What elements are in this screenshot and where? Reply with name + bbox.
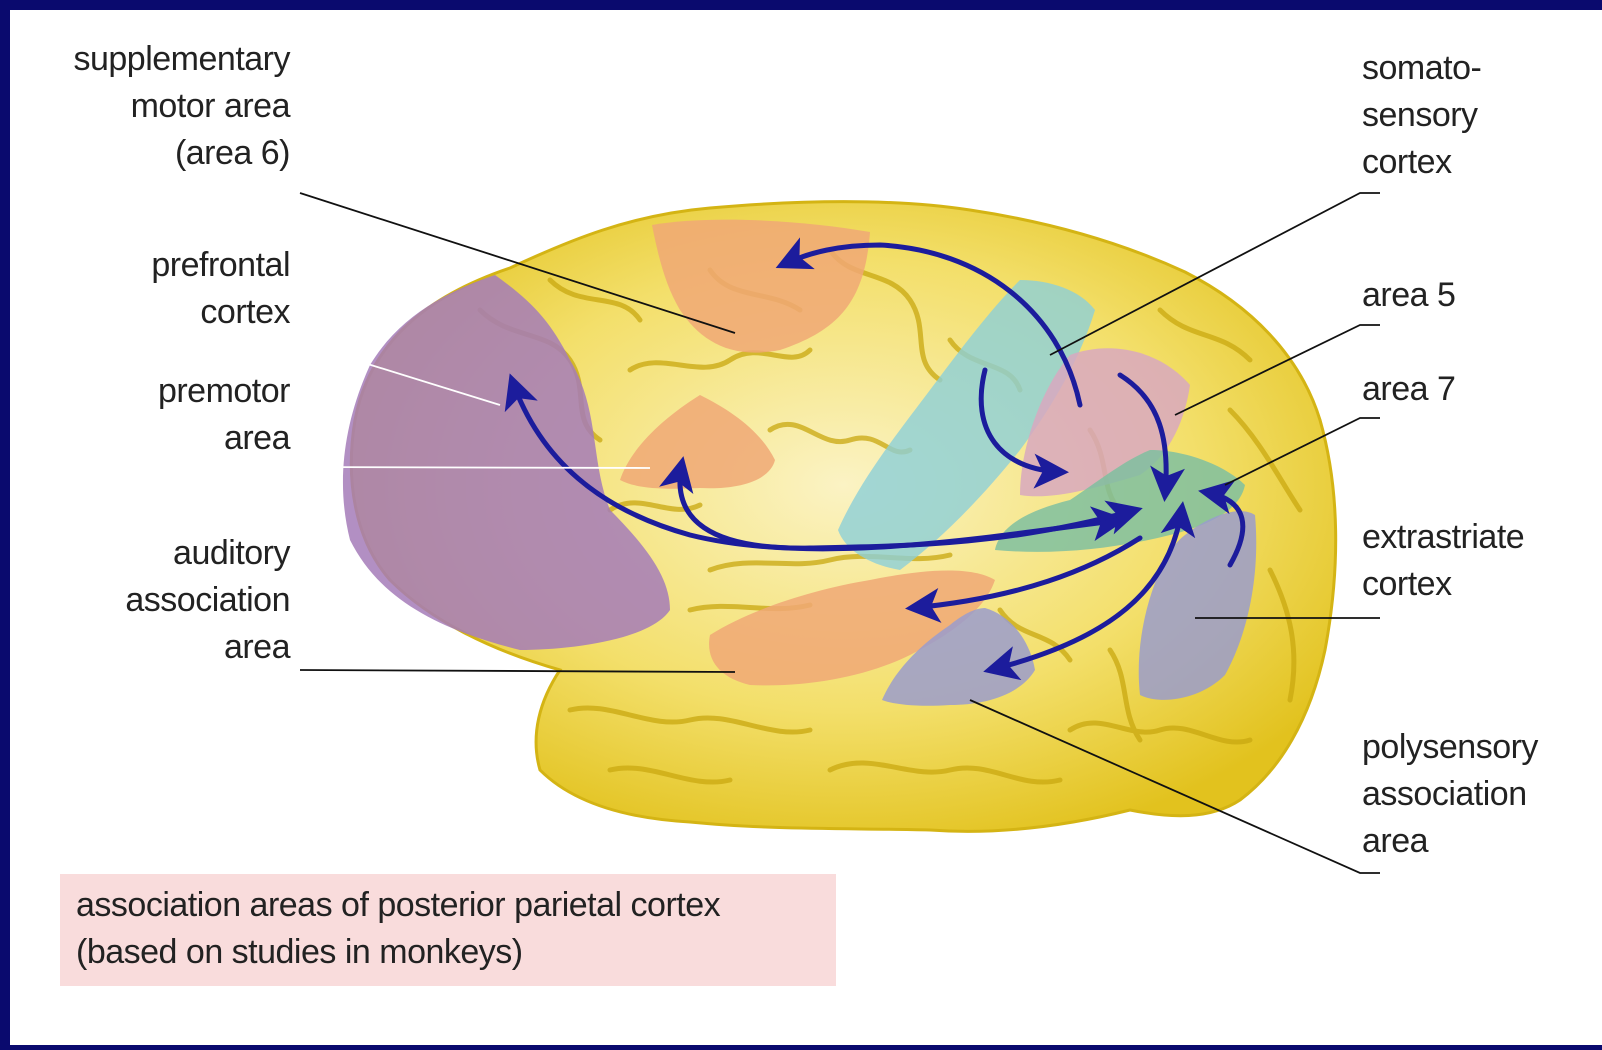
label-supplementary-motor-area: supplementary motor area (area 6) <box>73 36 290 177</box>
leader-premotor <box>300 467 650 468</box>
caption-box: association areas of posterior parietal … <box>60 874 836 986</box>
label-somatosensory-cortex: somato- sensory cortex <box>1362 45 1481 186</box>
label-area-5: area 5 <box>1362 272 1455 319</box>
label-area-7: area 7 <box>1362 366 1455 413</box>
label-auditory-association-area: auditory association area <box>125 530 290 671</box>
caption-text: association areas of posterior parietal … <box>76 882 720 976</box>
label-prefrontal-cortex: prefrontal cortex <box>151 242 290 336</box>
label-extrastriate-cortex: extrastriate cortex <box>1362 514 1524 608</box>
label-polysensory-association-area: polysensory association area <box>1362 724 1538 865</box>
figure-frame: supplementary motor area (area 6) prefro… <box>10 10 1602 1045</box>
label-premotor-area: premotor area <box>158 368 290 462</box>
